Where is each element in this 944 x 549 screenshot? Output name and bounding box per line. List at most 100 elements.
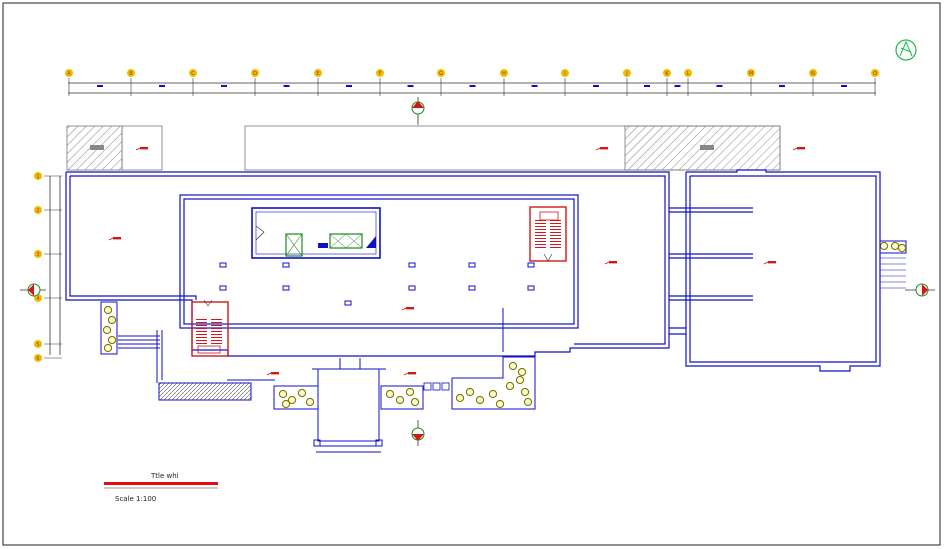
service-core bbox=[251, 207, 381, 259]
grid-bubble bbox=[314, 69, 322, 77]
landscape-trees bbox=[102, 241, 907, 409]
north-arrow-icon bbox=[895, 39, 917, 61]
drawing-title: Ttle whi bbox=[150, 472, 179, 480]
column bbox=[282, 285, 290, 291]
room-tag bbox=[609, 261, 617, 264]
tree-icon bbox=[897, 243, 907, 253]
grid-label: H bbox=[502, 71, 506, 77]
grid-bubble bbox=[663, 69, 671, 77]
tree-icon bbox=[410, 397, 420, 407]
grid-bubble bbox=[189, 69, 197, 77]
tree-icon bbox=[879, 241, 889, 251]
grid-label: K bbox=[665, 71, 669, 77]
tree-icon bbox=[520, 387, 530, 397]
tree-icon bbox=[465, 387, 475, 397]
room-tag bbox=[406, 307, 414, 310]
column bbox=[468, 262, 476, 268]
grid-label: G bbox=[439, 71, 443, 77]
grid-bubble bbox=[34, 340, 42, 348]
column bbox=[468, 285, 476, 291]
grid-label: D bbox=[253, 71, 257, 77]
row-grid-axis bbox=[49, 176, 61, 355]
grid-bubble bbox=[251, 69, 259, 77]
tree-icon bbox=[523, 397, 533, 407]
grid-label: 5 bbox=[36, 342, 39, 348]
grid-label: O bbox=[873, 71, 877, 77]
planter-left bbox=[100, 301, 118, 355]
tree-icon bbox=[517, 367, 527, 377]
tree-icon bbox=[475, 395, 485, 405]
grid-label: N bbox=[811, 71, 815, 77]
dimension-tag bbox=[221, 85, 227, 87]
room-tag bbox=[113, 237, 121, 240]
tree-icon bbox=[102, 325, 112, 335]
grid-bubble bbox=[623, 69, 631, 77]
room-tag bbox=[408, 372, 416, 375]
dimension-tag bbox=[841, 85, 847, 87]
room-tag bbox=[271, 372, 279, 375]
dimension-tag bbox=[779, 85, 785, 87]
tree-icon bbox=[281, 399, 291, 409]
grid-bubble bbox=[34, 206, 42, 214]
tree-icon bbox=[495, 399, 505, 409]
entrance-porch bbox=[312, 358, 386, 453]
planter-bottom-left bbox=[273, 385, 319, 410]
title-underline bbox=[104, 482, 218, 485]
room-tag-markers bbox=[108, 147, 805, 376]
tree-icon bbox=[508, 361, 518, 371]
grid-bubble bbox=[65, 69, 73, 77]
room-tag bbox=[797, 147, 805, 150]
column-grid-axis bbox=[68, 82, 876, 94]
title-block: Ttle whi Scale 1:100 bbox=[104, 472, 218, 503]
dimension-tag bbox=[674, 85, 681, 87]
grid-label: A bbox=[67, 71, 71, 77]
column bbox=[408, 262, 416, 268]
grid-label: I bbox=[564, 71, 565, 77]
tree-icon bbox=[103, 305, 113, 315]
grid-label: L bbox=[687, 71, 690, 77]
dimension-tag bbox=[159, 85, 165, 87]
east-wing-walls bbox=[669, 169, 881, 372]
grid-bubble bbox=[34, 172, 42, 180]
column bbox=[527, 262, 535, 268]
column bbox=[527, 285, 535, 291]
grid-bubble bbox=[127, 69, 135, 77]
tree-icon bbox=[515, 375, 525, 385]
dimension-tag bbox=[531, 85, 538, 87]
lift-icon bbox=[285, 233, 376, 257]
scale-label: Scale 1:100 bbox=[115, 495, 156, 503]
column bbox=[344, 300, 352, 306]
room-tag bbox=[140, 147, 148, 150]
section-marker-icon bbox=[411, 420, 425, 446]
tree-icon bbox=[488, 389, 498, 399]
grid-bubble bbox=[500, 69, 508, 77]
grid-label: 2 bbox=[36, 208, 39, 214]
grid-label: B bbox=[129, 71, 133, 77]
tree-icon bbox=[455, 393, 465, 403]
grid-bubble bbox=[34, 354, 42, 362]
grid-bubble bbox=[809, 69, 817, 77]
room-tag bbox=[768, 261, 776, 264]
dimension-tag bbox=[283, 85, 290, 87]
tree-icon bbox=[278, 389, 288, 399]
tree-icon bbox=[107, 335, 117, 345]
column bbox=[282, 262, 290, 268]
section-marker-icon bbox=[411, 97, 425, 125]
stair-icon bbox=[529, 206, 567, 262]
grid-bubble bbox=[437, 69, 445, 77]
tree-icon bbox=[297, 388, 307, 398]
dimension-tag bbox=[346, 85, 352, 87]
dimension-tag bbox=[716, 85, 723, 87]
dimension-tag bbox=[469, 85, 476, 87]
tree-icon bbox=[395, 395, 405, 405]
grid-label: 6 bbox=[36, 356, 39, 362]
room-tag bbox=[600, 147, 608, 150]
grid-label: M bbox=[749, 71, 753, 77]
grid-label: 3 bbox=[36, 252, 39, 258]
grid-bubble bbox=[684, 69, 692, 77]
grid-label: J bbox=[625, 71, 627, 77]
dimension-tag bbox=[593, 85, 599, 87]
